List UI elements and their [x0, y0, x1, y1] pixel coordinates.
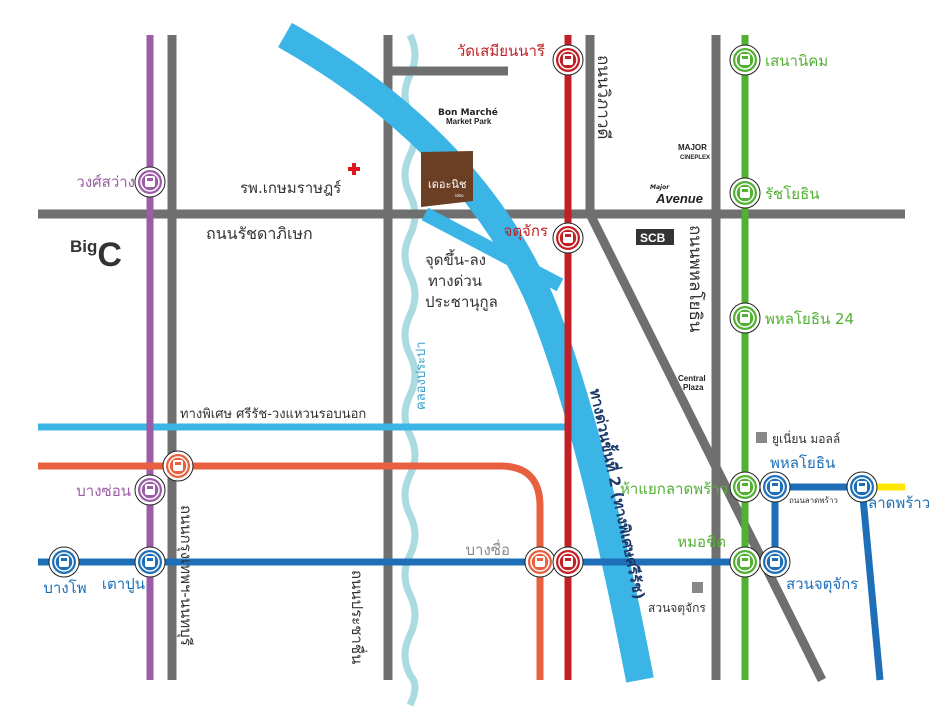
- hospital-cross-icon: [348, 163, 360, 175]
- chatuchak-park-marker: [692, 582, 703, 593]
- station-mo-chit-label: หมอชิต: [677, 533, 726, 551]
- train-icon: [563, 54, 573, 65]
- station-phahonyothin-label: พหลโยธิน: [770, 454, 835, 472]
- bon-marche: Bon Marché: [438, 107, 498, 118]
- canal-khlong-prapa: [401, 33, 419, 707]
- train-icon: [740, 556, 750, 567]
- union-mall-marker: [756, 432, 767, 443]
- scb-logo: [636, 229, 674, 245]
- train-icon: [740, 187, 750, 198]
- station-phahonyothin[interactable]: [759, 471, 791, 503]
- train-icon: [740, 481, 750, 492]
- train-icon: [740, 54, 750, 65]
- road-label-krungthep-nonthaburi: ถนนกรุงเทพฯ-นนทบุรี: [176, 505, 195, 646]
- union-mall: ยูเนี่ยน มอลล์: [772, 430, 840, 447]
- station-wat-samian-nari-label: วัดเสมียนนารี: [457, 42, 545, 60]
- station-ratchayothin-label: รัชโยธิน: [765, 185, 820, 203]
- station-ha-yaek[interactable]: [729, 471, 761, 503]
- project-sub-label: ideo: [455, 193, 464, 198]
- station-chatuchak[interactable]: [552, 222, 584, 254]
- station-sena-nikhom-label: เสนานิคม: [765, 52, 828, 70]
- station-bang-pho[interactable]: [48, 546, 80, 578]
- station-tao-poon-label: เตาปูน: [102, 575, 145, 593]
- station-phahon24-label: พหลโยธิน 24: [765, 310, 854, 328]
- train-icon: [563, 556, 573, 567]
- station-lat-phrao-label: ลาดพร้าว: [868, 494, 930, 512]
- major-avenue-2: Avenue: [655, 191, 703, 206]
- station-chatuchak-park-label: สวนจตุจักร: [786, 575, 858, 594]
- station-wong-sawang-label: วงศ์สว่าง: [76, 173, 135, 191]
- blue-line: [38, 483, 884, 681]
- station-bang-pho-label: บางโพ: [43, 579, 86, 597]
- station-sena-nikhom[interactable]: [729, 44, 761, 76]
- station-bang-son[interactable]: [134, 474, 166, 506]
- bon-marche-sub: Market Park: [446, 117, 492, 126]
- train-icon: [857, 481, 867, 492]
- major-avenue-1: Major: [650, 184, 670, 191]
- hospital-label: รพ.เกษมราษฎร์: [240, 179, 341, 197]
- train-icon: [145, 176, 155, 187]
- station-chatuchak-label: จตุจักร: [504, 222, 548, 241]
- station-bang-son-orange[interactable]: [162, 450, 194, 482]
- expressway-2: [278, 22, 654, 683]
- station-ratchayothin[interactable]: [729, 177, 761, 209]
- station-bang-sue-orange[interactable]: [524, 546, 556, 578]
- expressway-ramp-label: จุดขึ้น-ลงทางด่วนประชานุกูล: [425, 249, 498, 312]
- train-icon: [145, 484, 155, 495]
- station-mo-chit[interactable]: [729, 546, 761, 578]
- station-lat-phrao[interactable]: [846, 471, 878, 503]
- road-label-phahonyothin: ถนนพหลโยธิน: [685, 225, 706, 333]
- train-icon: [145, 556, 155, 567]
- chatuchak-park-landmark: สวนจตุจักร: [648, 601, 706, 616]
- station-bang-sue[interactable]: [552, 546, 584, 578]
- road-label-pracharat: ถนนประชาชื่น: [348, 570, 368, 664]
- train-icon: [59, 556, 69, 567]
- road-label-sirat: ทางพิเศษ ศรีรัช-วงแหวนรอบนอก: [180, 406, 366, 422]
- station-ha-yaek-label: ห้าแยกลาดพร้าว: [620, 480, 728, 498]
- project-building: [421, 151, 473, 207]
- train-icon: [173, 460, 183, 471]
- station-bang-sue-label: บางซื่อ: [466, 539, 510, 559]
- orange-light-red-line: [38, 462, 544, 680]
- train-icon: [770, 481, 780, 492]
- station-chatuchak-park[interactable]: [759, 546, 791, 578]
- canal-label: คลองประปา: [414, 341, 429, 410]
- station-wat-samian-nari[interactable]: [552, 44, 584, 76]
- big-c-logo: BigC: [70, 236, 122, 274]
- roads: [38, 35, 905, 683]
- scb-label: SCB: [640, 231, 666, 245]
- train-icon: [740, 312, 750, 323]
- station-tao-poon[interactable]: [134, 546, 166, 578]
- road-label-vibhavadi: ถนนวิภาวดี: [593, 55, 613, 139]
- expressway-ramp: [421, 207, 564, 292]
- train-icon: [563, 232, 573, 243]
- station-bang-son-label: บางซ่อน: [76, 482, 131, 500]
- train-icon: [770, 556, 780, 567]
- station-phahon24[interactable]: [729, 302, 761, 334]
- road-label-ladprao: ถนนลาดพร้าว: [789, 496, 838, 505]
- train-icon: [535, 556, 545, 567]
- station-wong-sawang[interactable]: [134, 166, 166, 198]
- road-label-ratchadaphisek: ถนนรัชดาภิเษก: [206, 224, 313, 243]
- project-label: เดอะนิช: [428, 178, 466, 191]
